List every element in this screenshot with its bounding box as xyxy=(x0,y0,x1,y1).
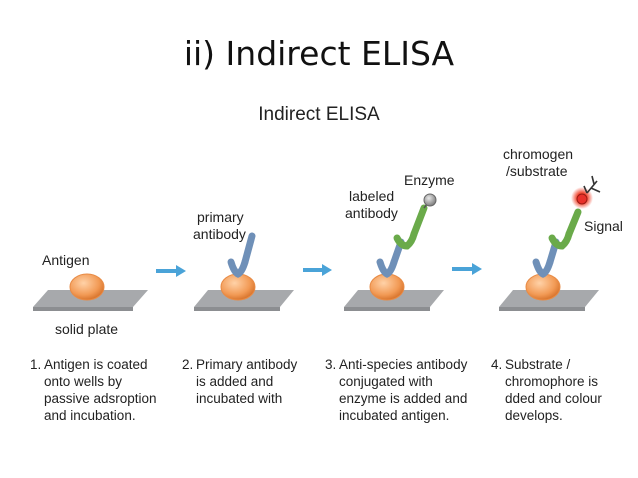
step-text: Antigen is coated xyxy=(44,357,148,372)
slide-title: ii) Indirect ELISA xyxy=(183,34,455,73)
antigen-label: Antigen xyxy=(42,252,89,268)
signal-label: Signal xyxy=(584,218,623,234)
step-text: chromophore is xyxy=(505,374,599,389)
antigen xyxy=(69,273,105,301)
step-text: enzyme is added and xyxy=(339,391,468,406)
solid-plate-label: solid plate xyxy=(55,321,118,337)
primary-antibody xyxy=(227,232,256,278)
step-text: dded and colour xyxy=(505,391,602,406)
enzyme xyxy=(423,193,437,207)
step-text: is added and xyxy=(196,374,274,389)
primary-antibody xyxy=(376,238,405,278)
substrate-molecule xyxy=(583,175,601,194)
figure-title: Indirect ELISA xyxy=(258,104,380,125)
step-text: and incubation. xyxy=(44,408,136,423)
stage-2: primary antibody xyxy=(193,209,294,311)
step-text: incubated with xyxy=(196,391,283,406)
labeled-antibody-label: antibody xyxy=(345,205,398,221)
primary-antibody-label: primary xyxy=(197,209,244,225)
arrow-2 xyxy=(303,264,332,276)
primary-antibody xyxy=(532,238,560,278)
step-number: 4. xyxy=(491,357,503,372)
stage-1: Antigen solid plate xyxy=(33,252,148,337)
step-text: conjugated with xyxy=(339,374,433,389)
step-text: incubated antigen. xyxy=(339,408,450,423)
step-text: Anti-species antibody xyxy=(339,357,468,372)
step-text: develops. xyxy=(505,408,563,423)
step-text: Primary antibody xyxy=(196,357,298,372)
stage-3: labeled antibody Enzyme xyxy=(344,172,455,311)
labeled-antibody xyxy=(548,208,582,250)
step-text: passive adsroption xyxy=(44,391,157,406)
step-number: 2. xyxy=(182,357,194,372)
labeled-antibody xyxy=(393,204,428,250)
step-text: Substrate / xyxy=(505,357,571,372)
enzyme-label: Enzyme xyxy=(404,172,455,188)
labeled-antibody-label: labeled xyxy=(349,188,394,204)
chromogen-label: chromogen xyxy=(503,146,573,162)
step-number: 1. xyxy=(30,357,42,372)
step-text: onto wells by xyxy=(44,374,123,389)
step-number: 3. xyxy=(325,357,337,372)
arrow-1 xyxy=(156,265,186,277)
step-descriptions: 1. Antigen is coated onto wells by passi… xyxy=(0,356,638,456)
arrow-3 xyxy=(452,263,482,275)
enzyme xyxy=(576,193,588,205)
solid-plate-edge xyxy=(33,307,133,311)
stage-4: chromogen /substrate Signal xyxy=(499,146,623,311)
chromogen-label: /substrate xyxy=(506,163,568,179)
primary-antibody-label: antibody xyxy=(193,226,246,242)
